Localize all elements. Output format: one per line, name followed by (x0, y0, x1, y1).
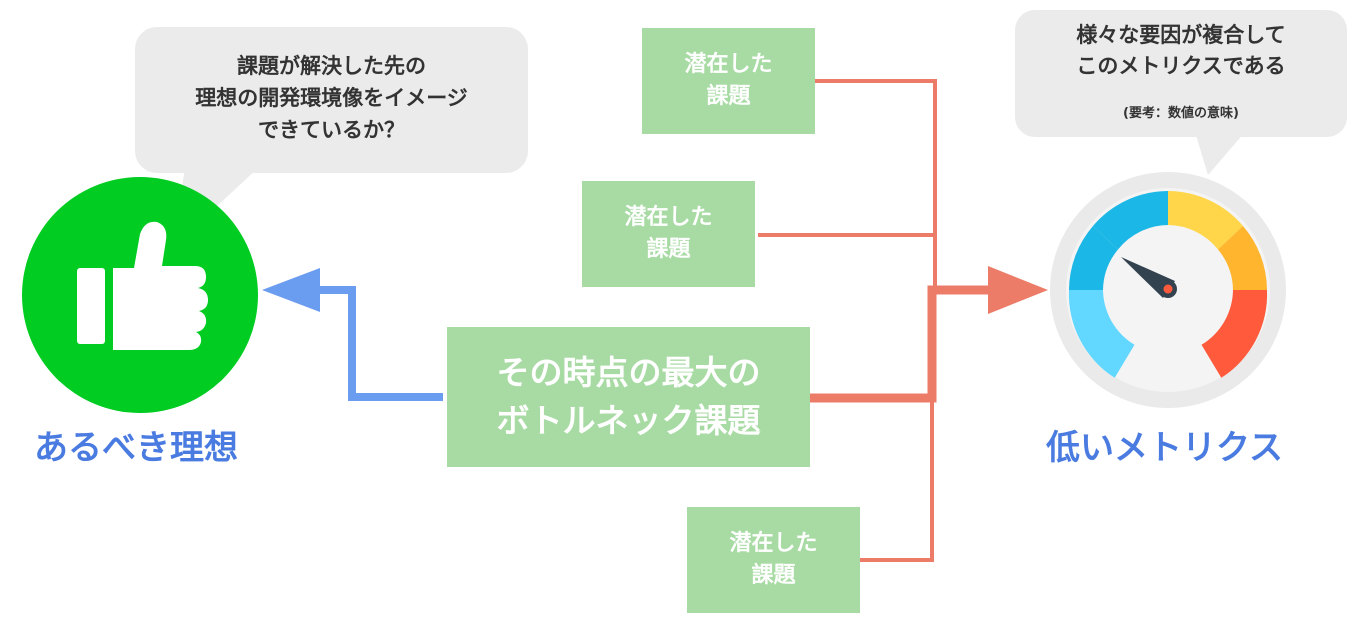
ideal-bubble-text: 課題が解決した先の 理想の開発環境像をイメージ できているか？ (195, 54, 468, 142)
connector-issue-1 (815, 79, 937, 290)
latent-issue-box-2: 潜在した 課題 (582, 181, 755, 287)
arrow-to-ideal (320, 286, 443, 401)
arrow-head-to-ideal (262, 268, 320, 312)
arrow-head-to-metrics (988, 266, 1048, 314)
latent-issue-box-1: 潜在した 課題 (642, 28, 815, 134)
thumbs-up-icon (77, 221, 208, 350)
metrics-bubble-note: (要考：数値の意味) (1123, 106, 1239, 121)
metrics-bubble-text: 様々な要因が複合して このメトリクスである (1076, 23, 1286, 78)
connector-issue-3 (860, 395, 934, 562)
metrics-label: 低いメトリクス (1046, 428, 1283, 468)
connector-bottleneck (810, 285, 990, 403)
bottleneck-issue-box: その時点の最大の ボトルネック課題 (447, 327, 810, 467)
ideal-label: あるべき理想 (34, 428, 238, 468)
latent-issue-box-3: 潜在した 課題 (687, 507, 860, 613)
